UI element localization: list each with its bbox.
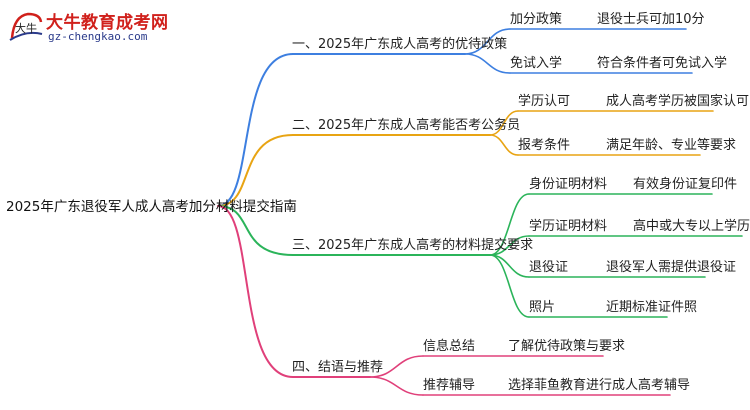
branch-3-item-4-key: 照片 (529, 300, 556, 315)
branch-2-leaf-2-curve (489, 134, 519, 156)
branch-2-item-2-value: 满足年龄、专业等要求 (606, 138, 737, 153)
branch-3-item-1-key: 身份证明材料 (529, 177, 608, 192)
branch-3-item-2-value: 高中或大专以上学历证明 (633, 219, 750, 234)
branch-1-item-2-key: 免试入学 (510, 56, 563, 71)
branch-4-item-1-value: 了解优待政策与要求 (508, 339, 626, 354)
branch-4-label: 四、结语与推荐 (292, 360, 384, 375)
branch-4-item-2-value: 选择菲鱼教育进行成人高考辅导 (508, 378, 691, 393)
branch-1-item-1-key: 加分政策 (510, 12, 563, 27)
branch-3-curve (217, 205, 294, 256)
branch-2-curve (217, 134, 294, 207)
branch-1-leaf-1-curve (464, 28, 511, 55)
logo-mark-icon: 大牛 (9, 12, 43, 41)
branch-3-item-4-value: 近期标准证件照 (606, 300, 698, 315)
branch-3-item-3-key: 退役证 (529, 260, 569, 275)
branch-3-leaf-2-curve (489, 235, 530, 256)
branch-3-leaf-4-curve (489, 254, 530, 318)
branch-3-label: 三、2025年广东成人高考的材料提交要求 (292, 238, 534, 253)
branch-4-curve (217, 205, 294, 378)
branch-4-item-1-key: 信息总结 (423, 339, 476, 354)
branch-3-item-2-key: 学历证明材料 (529, 219, 608, 234)
branch-3-item-3-value: 退役军人需提供退役证 (606, 260, 737, 275)
branch-2-leaf-1-curve (489, 110, 519, 136)
logo-title: 大牛教育成考网 (46, 13, 169, 33)
branch-2-item-1-value: 成人高考学历被国家认可 (606, 94, 750, 109)
branch-1-label: 一、2025年广东成人高考的优待政策 (292, 37, 508, 52)
branch-4-item-2-key: 推荐辅导 (423, 378, 476, 393)
branch-1-curve (217, 53, 294, 207)
logo-url: gz-chengkao.com (48, 30, 148, 43)
branch-4-leaf-2-curve (369, 376, 424, 396)
site-logo[interactable]: 大牛 大牛教育成考网 gz-chengkao.com (4, 6, 184, 50)
branch-3-leaf-1-curve (489, 193, 530, 256)
branch-3-leaf-3-curve (489, 254, 530, 278)
branch-1-item-1-value: 退役士兵可加10分 (597, 12, 705, 27)
branch-2-item-1-key: 学历认可 (518, 94, 571, 109)
branch-3-item-1-value: 有效身份证复印件 (633, 177, 738, 192)
branch-1-leaf-2-curve (464, 53, 511, 74)
logo-mark-text: 大牛 (15, 21, 37, 35)
branch-1-item-2-value: 符合条件者可免试入学 (597, 56, 728, 71)
branch-2-item-2-key: 报考条件 (518, 138, 571, 153)
branch-2-label: 二、2025年广东成人高考能否考公务员 (292, 118, 521, 133)
branch-4-leaf-1-curve (369, 355, 424, 378)
root-topic: 2025年广东退役军人成人高考加分材料提交指南 (6, 199, 297, 215)
